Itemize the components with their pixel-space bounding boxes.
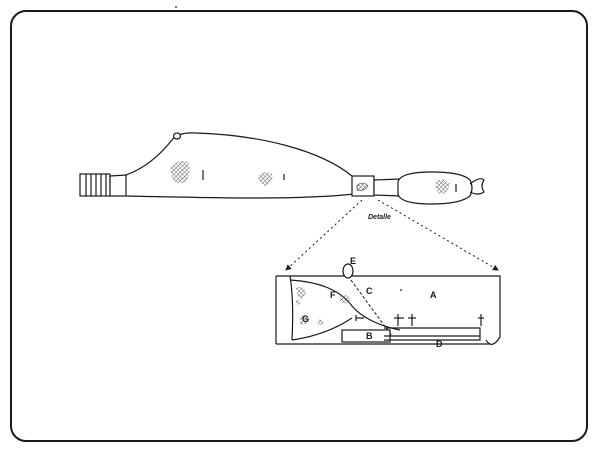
main-body (125, 132, 355, 199)
detail-caption: Detalle (368, 214, 391, 221)
zoom-line-left (285, 199, 363, 271)
funnel-upper-curve (289, 279, 401, 331)
funnel-lower-curve (291, 317, 353, 341)
top-knob (172, 132, 182, 140)
measurement-ticks (355, 289, 484, 326)
label-d: D (436, 339, 443, 349)
label-c: C (366, 286, 373, 296)
label-g: G (302, 314, 309, 324)
label-a: A (430, 290, 437, 300)
rounded-frame (10, 10, 588, 442)
separator-line (347, 275, 393, 337)
left-band (79, 173, 111, 197)
specimen-overview (79, 6, 485, 205)
body-spot-1 (170, 160, 190, 184)
label-f: F (330, 290, 336, 300)
ring-e (342, 263, 354, 279)
funnel-left-wall (289, 275, 294, 341)
bar-d (384, 327, 481, 341)
detail-enlargement: E A B C D F G (275, 256, 501, 349)
right-bulb (397, 171, 473, 205)
tip (469, 178, 485, 195)
body-spot-2 (258, 172, 273, 186)
bulb-spot (435, 179, 450, 194)
label-e: E (350, 256, 356, 266)
label-b: B (366, 331, 373, 341)
neck (373, 178, 401, 197)
zoom-line-right (377, 199, 499, 271)
